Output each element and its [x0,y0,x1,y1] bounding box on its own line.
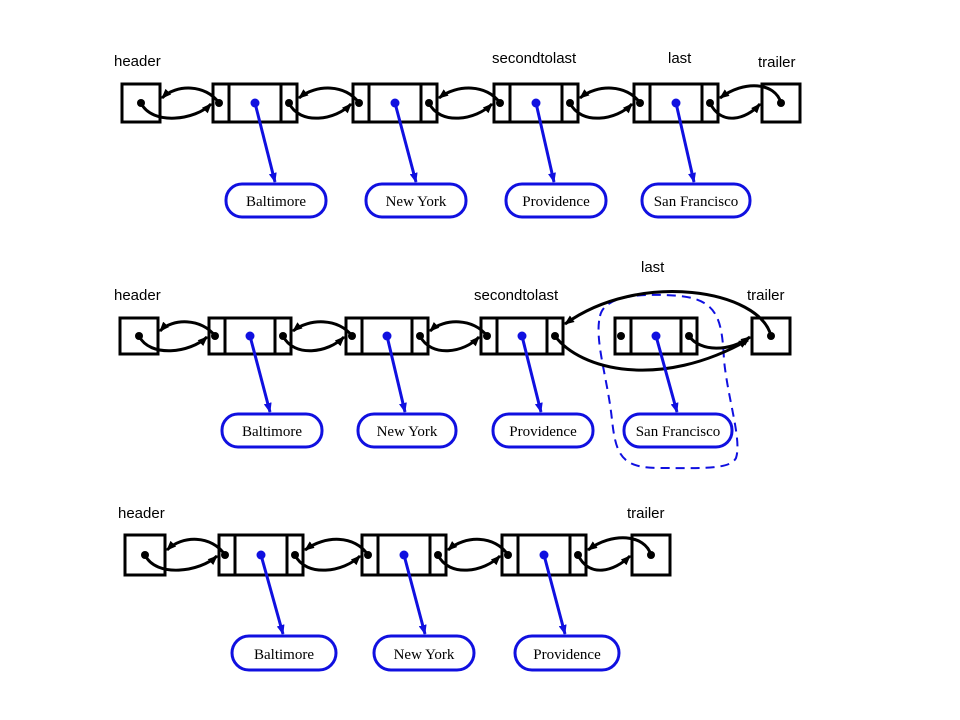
header-label: header [114,287,161,304]
trailer-label: trailer [758,54,796,71]
next-prev-links [137,290,773,372]
last-label: last [668,50,692,67]
header-node [120,82,162,124]
header-label: header [114,53,161,70]
secondtolast-label: secondtolast [474,287,559,304]
city-element: New York [356,412,458,449]
city-name: Providence [509,424,577,440]
last-label: last [641,259,665,276]
next-prev-links [143,536,653,572]
city-name: Baltimore [254,647,314,663]
city-element: San Francisco [622,412,734,449]
city-element: Providence [513,634,621,672]
city-name: New York [394,647,455,663]
trailer-label: trailer [627,505,665,522]
stage-3: header trailer [118,505,672,672]
city-name: New York [386,194,447,210]
city-element: Baltimore [220,412,324,449]
stage-2: header secondtolast last trailer [114,259,792,470]
city-name: Baltimore [242,424,302,440]
city-name: Baltimore [246,194,306,210]
removed-node-outline [597,293,739,470]
city-element: Providence [504,182,608,219]
city-element: New York [372,634,476,672]
list-node-new-york [360,533,448,577]
next-prev-links [139,84,783,120]
city-element: Providence [491,412,595,449]
header-label: header [118,505,165,522]
city-name: Providence [533,647,601,663]
city-name: San Francisco [636,424,721,440]
element-links [253,102,696,183]
trailer-label: trailer [747,287,785,304]
city-name: San Francisco [654,194,739,210]
city-element: San Francisco [640,182,752,219]
element-links [248,335,679,413]
stage-1: header secondtolast last trailer [114,50,802,219]
secondtolast-label: secondtolast [492,50,577,67]
city-element: Baltimore [230,634,338,672]
element-links [259,554,567,635]
city-element: New York [364,182,468,219]
city-name: Providence [522,194,590,210]
list-node-providence [500,533,588,577]
city-name: New York [377,424,438,440]
city-element: Baltimore [224,182,328,219]
